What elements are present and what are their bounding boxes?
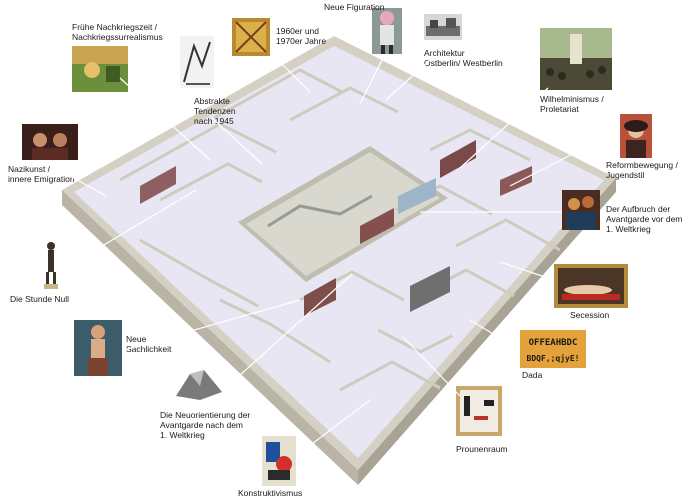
label-architektur: Architektur Ostberlin/ Westberlin bbox=[424, 48, 503, 68]
label-neue-sachlichkeit: Neue Sachlichkeit bbox=[126, 334, 172, 354]
dada-typography-icon: OFFEAHBDC BDQF‚;qjyE! bbox=[520, 330, 586, 368]
accent-wall bbox=[360, 208, 394, 244]
label-secession: Secession bbox=[570, 310, 610, 320]
label-neuorientierung: Die Neuorientierung der Avantgarde nach … bbox=[160, 410, 251, 440]
op-art-painting-icon bbox=[232, 18, 270, 56]
label-stunde-null: Die Stunde Null bbox=[10, 294, 70, 304]
label-reformbewegung: Reformbewegung / Jugendstil bbox=[606, 160, 678, 180]
label-aufbruch-avantgarde: Der Aufbruch der Avantgarde vor dem 1. W… bbox=[606, 204, 683, 234]
constructivist-collage-icon bbox=[262, 436, 296, 486]
dada-line-2: BDQF‚;qjyE! bbox=[527, 353, 580, 363]
abstract-sculpture-icon bbox=[180, 36, 214, 88]
reclining-nude-painting-icon bbox=[554, 264, 628, 308]
proun-room-icon bbox=[456, 386, 502, 436]
bronze-figure-icon bbox=[40, 240, 62, 290]
label-sechziger-siebziger: 1960er und 1970er Jahre bbox=[276, 26, 327, 46]
grey-wall bbox=[410, 266, 450, 312]
label-wilhelminismus: Wilhelminismus / Proletariat bbox=[540, 94, 604, 114]
label-neue-figuration: Neue Figuration bbox=[324, 2, 385, 12]
figure-painting-icon bbox=[372, 8, 402, 54]
label-fruehe-nachkriegszeit: Frühe Nachkriegszeit / Nachkriegssurreal… bbox=[72, 22, 163, 42]
surreal-landscape-painting-icon bbox=[72, 46, 128, 92]
jugendstil-portrait-icon bbox=[620, 114, 652, 158]
architecture-photo-icon bbox=[424, 14, 462, 40]
staircase bbox=[267, 194, 373, 228]
dada-line-1: OFFEAHBDC bbox=[529, 338, 578, 348]
blue-wall bbox=[398, 178, 436, 214]
crowd-painting-icon bbox=[540, 28, 612, 90]
label-prounenraum: Prounenraum bbox=[456, 444, 508, 454]
seated-woman-painting-icon bbox=[74, 320, 122, 376]
expressionist-painting-icon bbox=[562, 190, 600, 230]
label-abstrakte-tendenzen: Abstrakte Tendenzen nach 1945 bbox=[194, 96, 236, 126]
crystal-architecture-model-icon bbox=[170, 366, 228, 404]
label-konstruktivismus: Konstruktivismus bbox=[238, 488, 303, 498]
portrait-painting-icon bbox=[22, 124, 78, 160]
label-dada: Dada bbox=[522, 370, 543, 380]
label-nazikunst: Nazikunst / innere Emigration bbox=[8, 164, 75, 184]
